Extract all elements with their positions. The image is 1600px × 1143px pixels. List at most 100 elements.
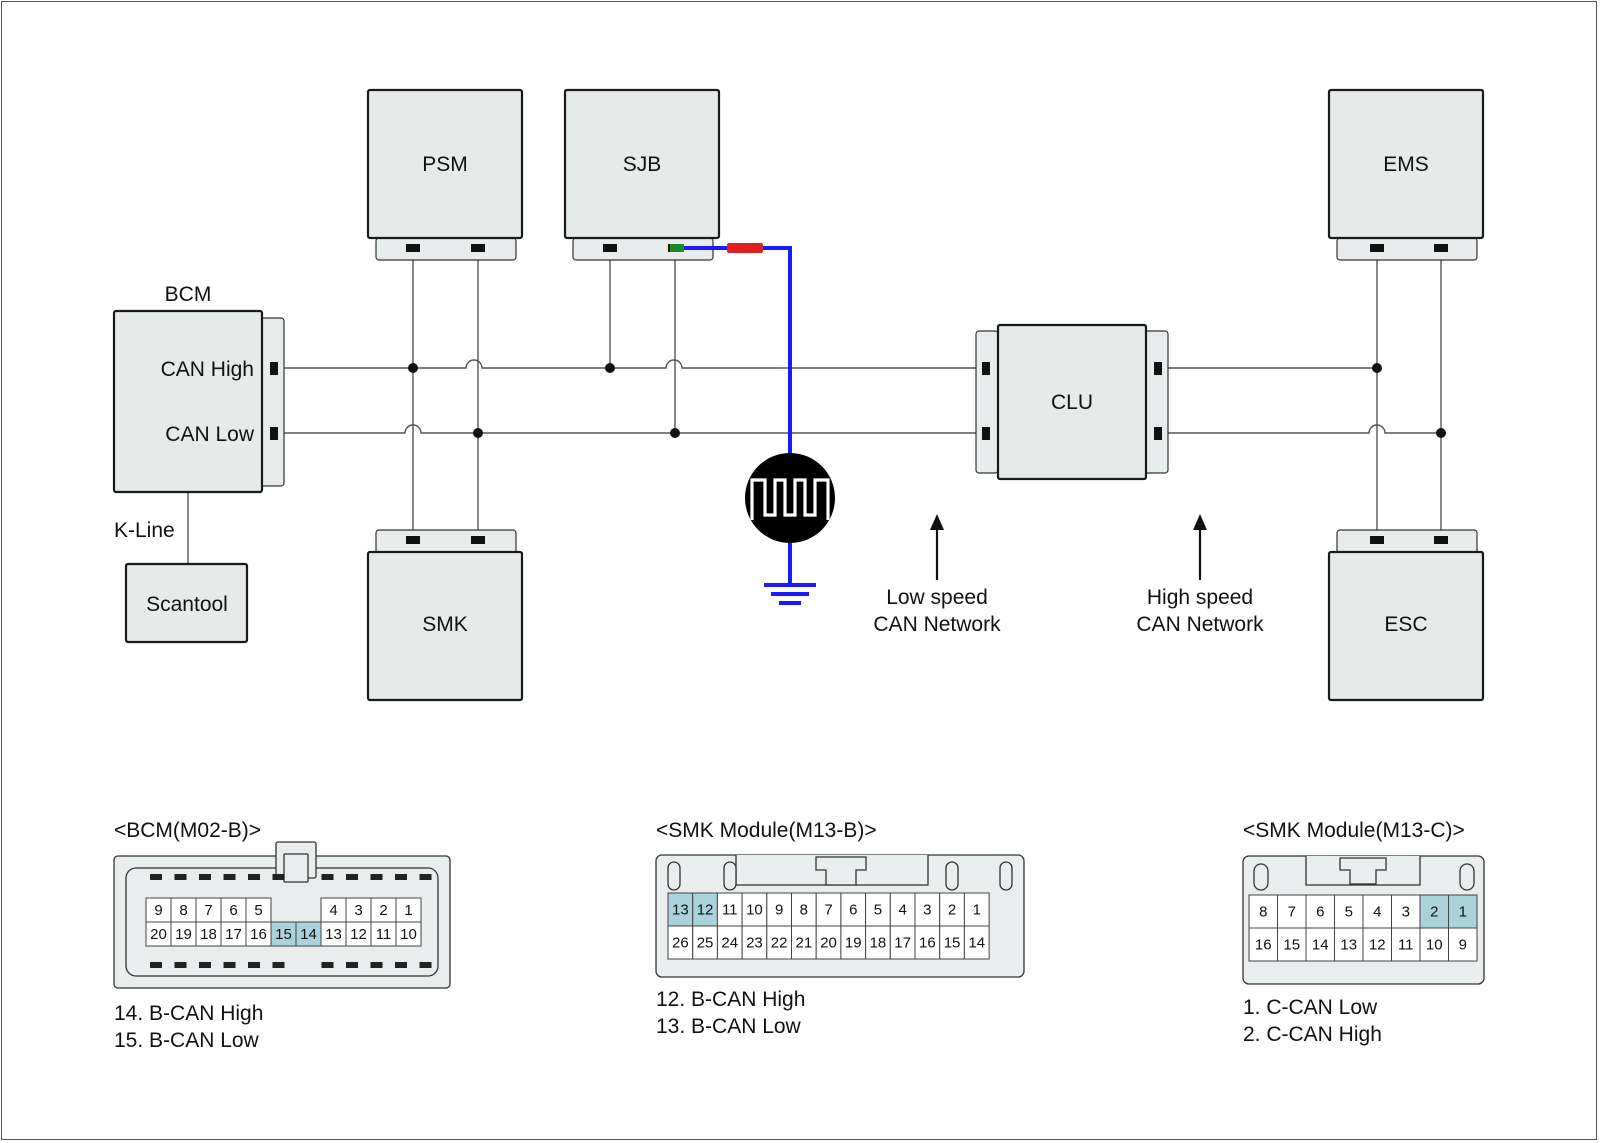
connector-pin-cell (1248, 894, 1278, 929)
connector-pin-number: 5 (1345, 904, 1353, 921)
connector-pin-cell (815, 925, 842, 960)
low-speed-label-line2: CAN Network (873, 613, 1001, 636)
arrow-up-icon (930, 514, 944, 530)
scantool-label: Scantool (146, 593, 228, 616)
high-speed-label-line2: CAN Network (1136, 613, 1264, 636)
connector-pin-cell (170, 921, 197, 947)
can-low-wire-left (276, 424, 980, 434)
latch-tooth (321, 962, 334, 968)
connector-pin-number: 16 (1255, 937, 1272, 954)
smk-c-legend-2: 2. C-CAN High (1243, 1023, 1382, 1046)
clu-label: CLU (1051, 391, 1093, 414)
connector-pin-number: 14 (968, 935, 985, 952)
latch-tooth (174, 962, 187, 968)
psm-module: PSM (366, 88, 524, 261)
sjb-label: SJB (623, 153, 662, 176)
bcm-legend-1: 14. B-CAN High (114, 1002, 263, 1025)
connector-pin-cell (1391, 927, 1421, 962)
connector-pin-number: 1 (1459, 904, 1467, 921)
arrow-up-icon (1193, 514, 1207, 530)
latch-tooth (346, 874, 358, 880)
connector-pin-number: 3 (923, 902, 931, 919)
connector-pin-number: 19 (845, 935, 862, 952)
connector-pin-cell (220, 897, 247, 923)
connector-pin-number: 22 (771, 935, 788, 952)
can-high-wire-left (276, 359, 980, 369)
connector-pin-number: 20 (820, 935, 837, 952)
latch-tooth (346, 962, 358, 968)
smk-b-legend-1: 12. B-CAN High (656, 988, 805, 1011)
connector-pin-cell (865, 925, 891, 960)
latch-tooth (223, 874, 236, 880)
latch-tooth (223, 962, 236, 968)
clu-module: CLU (975, 323, 1169, 481)
connector-pin-number: 3 (354, 902, 362, 919)
connector-pin-number: 16 (250, 926, 267, 943)
connector-pin-number: 13 (325, 926, 342, 943)
connector-pin-number: 21 (796, 935, 813, 952)
connector-pin-cell (667, 925, 694, 960)
junction-dot (473, 428, 483, 438)
connector-pin-cell (295, 921, 322, 947)
sjb-module: SJB (563, 88, 721, 261)
ground-icon (764, 583, 816, 605)
connector-pin-number: 8 (800, 902, 808, 919)
connector-pin-cell (1362, 927, 1392, 962)
smk-module: SMK (366, 529, 524, 702)
connector-pin-number: 13 (672, 902, 689, 919)
connector-pin-cell (1448, 927, 1478, 962)
connector-pin-number: 9 (1459, 937, 1467, 954)
connector-pin-cell (865, 892, 891, 927)
smk-c-legend-1: 1. C-CAN Low (1243, 996, 1378, 1019)
connector-pin-number: 16 (919, 935, 936, 952)
connector-pin-number: 15 (1283, 937, 1300, 954)
connector-pin-cell (345, 921, 372, 947)
junction-dot (670, 428, 680, 438)
connector-pin-number: 10 (400, 926, 417, 943)
high-speed-network-annotation: High speed CAN Network (1136, 514, 1264, 636)
connector-pin-number: 14 (300, 926, 317, 943)
connector-pin-cell (963, 925, 990, 960)
smk-b-legend-2: 13. B-CAN Low (656, 1015, 802, 1038)
connector-pin-number: 12 (350, 926, 367, 943)
connector-pin-number: 9 (154, 902, 162, 919)
connector-pin-cell (716, 925, 743, 960)
connector-pin-number: 8 (1259, 904, 1267, 921)
connector-pin-number: 4 (1373, 904, 1381, 921)
esc-module: ESC (1327, 529, 1485, 702)
connector-pin-number: 11 (376, 926, 392, 943)
square-wave-icon (750, 478, 830, 520)
ems-label: EMS (1383, 153, 1429, 176)
connector-pin-cell (741, 925, 768, 960)
connector-pin-cell (914, 925, 941, 960)
probe-wire (680, 246, 792, 455)
connector-pin-number: 18 (870, 935, 887, 952)
connector-pin-cell (766, 892, 792, 927)
connector-pin-cell (195, 921, 222, 947)
psm-label: PSM (422, 153, 468, 176)
esc-label: ESC (1384, 613, 1427, 636)
connector-pin-cell (815, 892, 842, 927)
connector-pin-cell (1419, 894, 1449, 929)
connector-pin-number: 7 (204, 902, 212, 919)
latch-tooth (321, 874, 334, 880)
probe-tip-red (727, 243, 763, 253)
connector-pin-cell (791, 925, 817, 960)
connector-pin-number: 10 (1426, 937, 1443, 954)
connector-pin-cell (145, 921, 172, 947)
connector-pin-number: 5 (874, 902, 882, 919)
latch-tooth (150, 962, 162, 968)
connector-pin-number: 1 (973, 902, 981, 919)
ems-module: EMS (1327, 88, 1485, 261)
oscilloscope-probe (670, 243, 835, 605)
connector-pin-number: 19 (175, 926, 192, 943)
low-speed-label-line1: Low speed (886, 586, 988, 609)
smk-label: SMK (422, 613, 468, 636)
connector-pin-number: 14 (1312, 937, 1329, 954)
connector-pin-number: 26 (672, 935, 689, 952)
